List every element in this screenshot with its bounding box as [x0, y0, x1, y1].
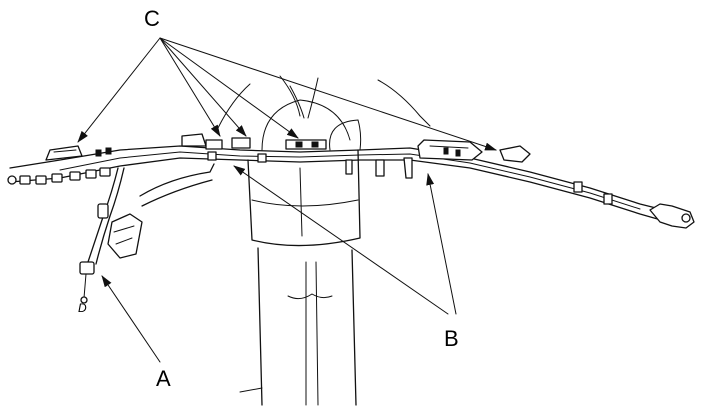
wire-harness	[7, 133, 695, 304]
connector-d-label: D	[78, 301, 87, 315]
callout-leaders	[77, 37, 497, 363]
callout-a: A	[156, 366, 171, 391]
callout-b: B	[444, 326, 459, 351]
seat-outline	[239, 99, 361, 406]
callout-c: C	[144, 6, 160, 31]
